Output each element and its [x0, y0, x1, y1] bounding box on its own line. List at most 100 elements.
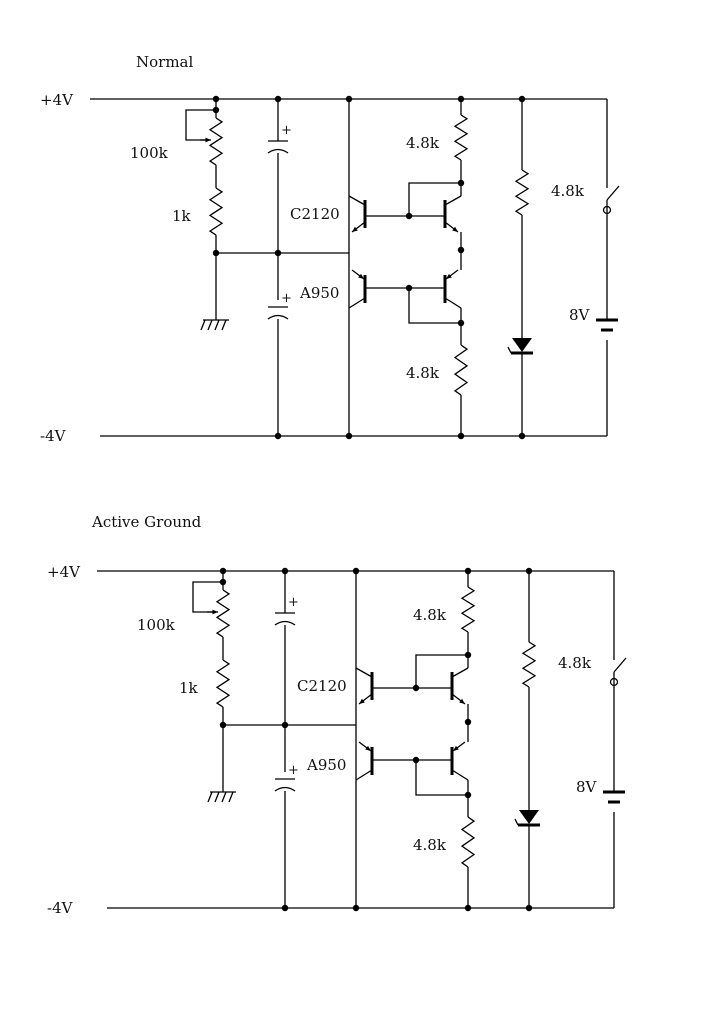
npn-left-emitter-arrow-icon-head [359, 698, 365, 704]
switch-lever-icon [613, 657, 627, 673]
led-triangle-icon [519, 810, 539, 824]
junction-dot [457, 432, 465, 440]
junction-dot [219, 578, 227, 586]
junction-dot [405, 212, 413, 220]
pnp-right-collector-wire [451, 769, 469, 781]
label-rsw: 4.8k [558, 654, 592, 672]
ground-hatch-icon [200, 319, 206, 331]
r1k-resistor-icon [215, 659, 231, 708]
junction-dot [412, 756, 420, 764]
pnp-left-collector-wire [355, 769, 373, 781]
led-resistor-icon [514, 169, 530, 216]
rtop-resistor-icon [460, 586, 476, 633]
pot-wiper-wire [185, 109, 216, 141]
junction-dot [464, 651, 472, 659]
label-cap-plus-top: + [288, 595, 299, 610]
pnp-right-diode-tie [415, 760, 468, 796]
pnp-left-emitter-arrow-icon-head [365, 745, 371, 751]
npn-right-emitter-arrow-icon-head [459, 698, 465, 704]
junction-dot [274, 249, 282, 257]
npn-right-collector-wire [444, 195, 462, 206]
junction-dot [518, 95, 526, 103]
rbot-resistor-icon [460, 816, 476, 868]
label-batt: 8V [576, 778, 598, 796]
junction-dot [281, 904, 289, 912]
npn-left-emitter-arrow-icon-head [352, 226, 358, 232]
label-cap-plus-bot: + [288, 763, 299, 778]
junction-dot [212, 249, 220, 257]
pot-wiper-wire [192, 581, 223, 613]
junction-dot [352, 567, 360, 575]
circuit-title: Active Ground [91, 513, 202, 531]
junction-dot [464, 904, 472, 912]
pot-wiper-arrow-icon-head [212, 609, 218, 615]
junction-dot [219, 721, 227, 729]
label-cap-plus-bot: + [281, 291, 292, 306]
label-cap-plus-top: + [281, 123, 292, 138]
junction-dot [457, 246, 465, 254]
label-r1k: 1k [172, 207, 192, 225]
junction-dot [281, 567, 289, 575]
switch-contact-icon [609, 677, 619, 687]
ground-hatch-icon [221, 319, 227, 331]
junction-dot [405, 284, 413, 292]
ground-hatch-icon [228, 791, 234, 803]
label-vneg: -4V [40, 427, 67, 445]
junction-dot [345, 95, 353, 103]
switch-contact-icon [602, 205, 612, 215]
pot-resistor-icon [208, 117, 224, 166]
ground-hatch-icon [207, 791, 213, 803]
junction-dot [457, 319, 465, 327]
label-r1k: 1k [179, 679, 199, 697]
r1k-resistor-icon [208, 187, 224, 236]
circuit-active-ground: Active Ground +4V -4V 100k 1k 4.8k 4.8k … [47, 513, 627, 917]
cap-top-icon-plate-curved [274, 620, 296, 626]
junction-dot [352, 904, 360, 912]
led-flag-icon [514, 818, 519, 826]
junction-dot [464, 567, 472, 575]
label-vpos: +4V [47, 563, 81, 581]
junction-dot [212, 95, 220, 103]
junction-dot [212, 106, 220, 114]
pnp-left-emitter-arrow-icon-head [358, 273, 364, 279]
led-flag-icon [507, 346, 512, 354]
pnp-right-collector-wire [444, 297, 462, 309]
label-rbot: 4.8k [406, 364, 440, 382]
switch-lever-icon [606, 185, 620, 201]
junction-dot [525, 904, 533, 912]
pnp-left-collector-wire [348, 297, 366, 309]
label-npn: C2120 [290, 205, 340, 223]
junction-dot [457, 95, 465, 103]
rbot-resistor-icon [453, 344, 469, 396]
label-pot: 100k [137, 616, 176, 634]
npn-right-emitter-arrow-icon-head [452, 226, 458, 232]
junction-dot [274, 432, 282, 440]
ground-hatch-icon [207, 319, 213, 331]
npn-right-diode-tie [408, 182, 461, 216]
junction-dot [345, 432, 353, 440]
pnp-right-emitter-arrow-icon-head [453, 745, 459, 751]
label-vneg: -4V [47, 899, 74, 917]
label-rsw: 4.8k [551, 182, 585, 200]
junction-dot [219, 567, 227, 575]
junction-dot [464, 791, 472, 799]
label-rtop: 4.8k [406, 134, 440, 152]
label-rtop: 4.8k [413, 606, 447, 624]
led-triangle-icon [512, 338, 532, 352]
pnp-right-diode-tie [408, 288, 461, 324]
pot-wiper-arrow-icon-head [205, 137, 211, 143]
cap-top-icon-plate-curved [267, 148, 289, 154]
ground-hatch-icon [214, 791, 220, 803]
junction-dot [281, 721, 289, 729]
label-batt: 8V [569, 306, 591, 324]
rtop-resistor-icon [453, 114, 469, 161]
label-rbot: 4.8k [413, 836, 447, 854]
cap-bottom-icon-plate-curved [274, 786, 296, 792]
label-npn: C2120 [297, 677, 347, 695]
npn-left-collector-wire [348, 195, 366, 206]
junction-dot [457, 179, 465, 187]
npn-right-collector-wire [451, 667, 469, 678]
label-vpos: +4V [40, 91, 74, 109]
label-pnp: A950 [299, 284, 339, 302]
